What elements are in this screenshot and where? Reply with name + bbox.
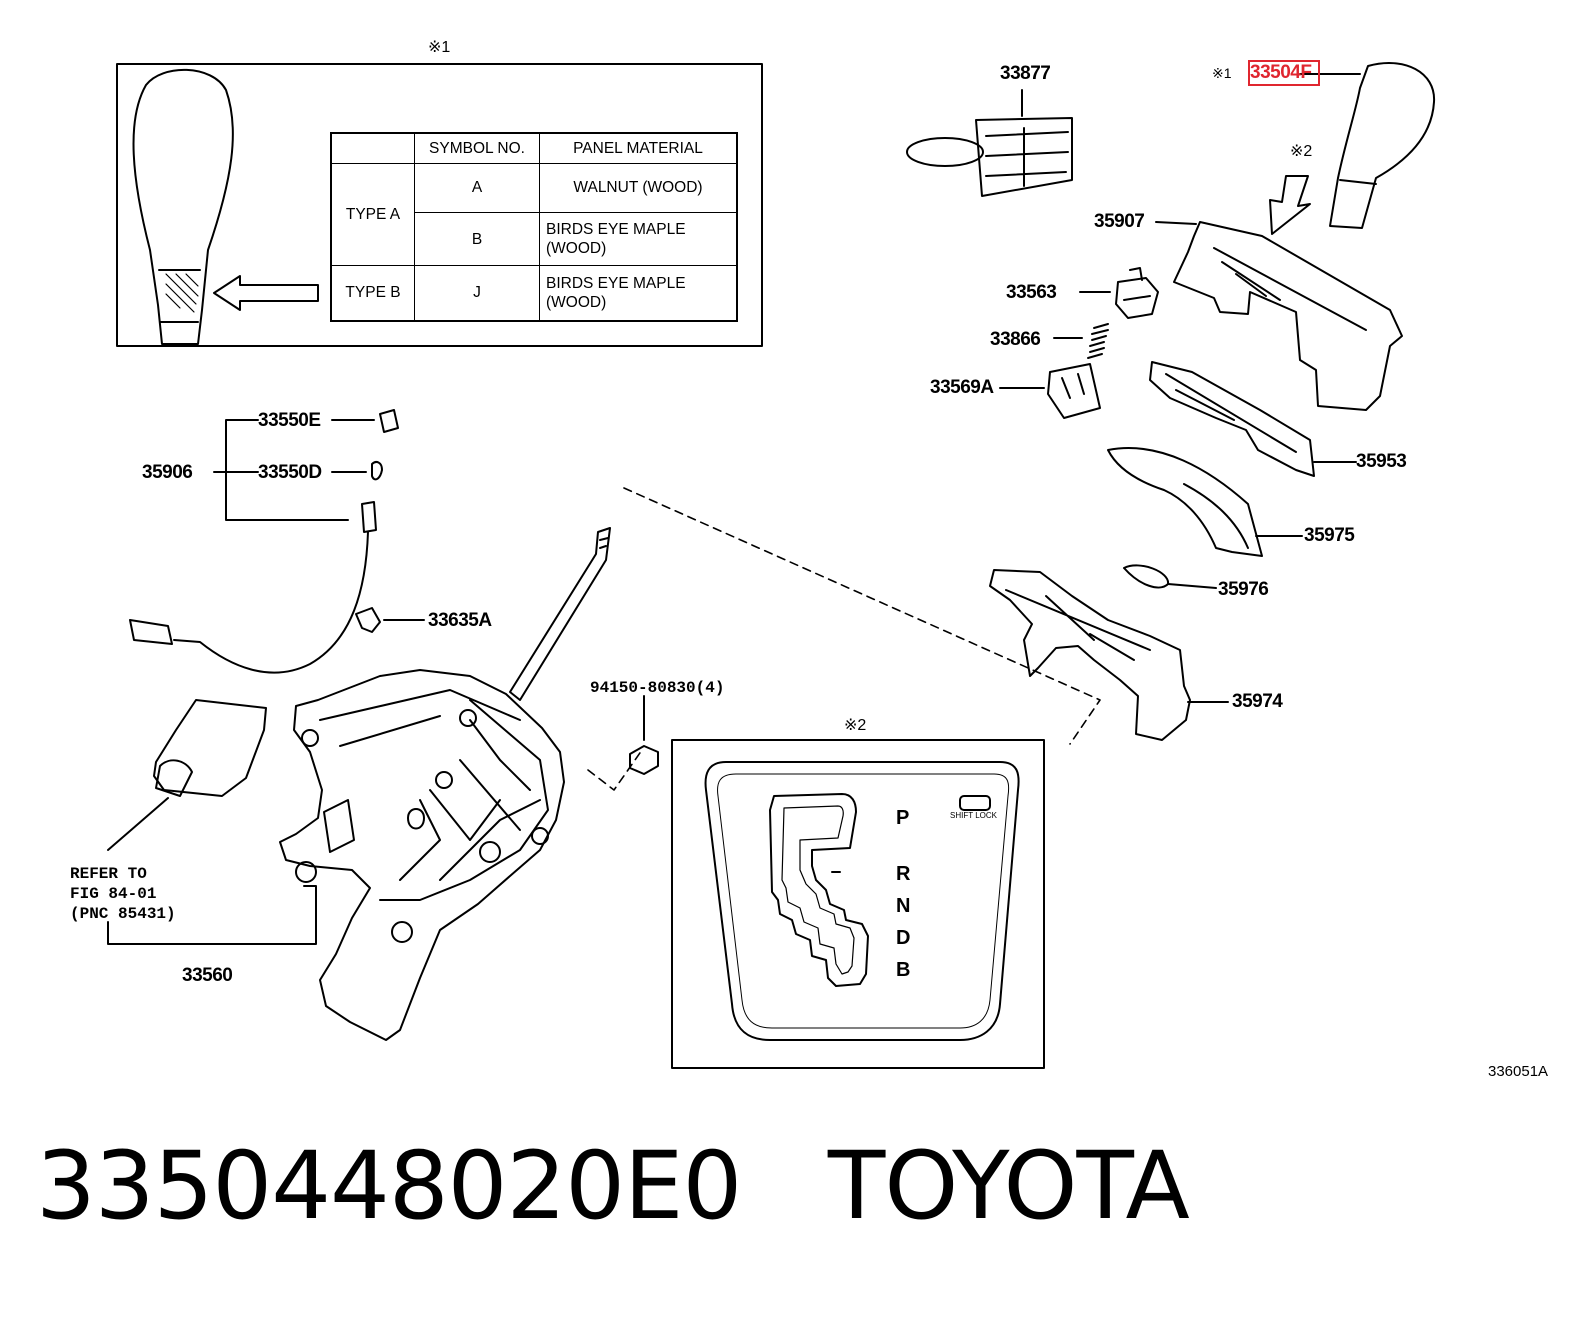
clip-33635A	[355, 607, 381, 633]
caption: 3350448020E0 TOYOTA	[36, 1140, 1190, 1234]
ref1-note: ※1	[428, 39, 451, 56]
shift-position-r: R	[896, 863, 910, 885]
part-label-33550D[interactable]: 33550D	[258, 462, 322, 483]
wire-harness	[173, 501, 377, 674]
part-label-35907[interactable]: 35907	[1094, 211, 1145, 232]
refer-line-2: FIG 84-01	[70, 885, 157, 903]
spring-33866	[1087, 323, 1109, 359]
shift-position-d: D	[896, 927, 910, 949]
part-35976	[1123, 564, 1169, 589]
shift-lock-label: SHIFT LOCK	[950, 811, 997, 820]
part-label-33866[interactable]: 33866	[990, 329, 1041, 350]
part-label-35953[interactable]: 35953	[1356, 451, 1407, 472]
part-label-33569A[interactable]: 33569A	[930, 377, 994, 398]
ref2-arrow-note: ※2	[1290, 143, 1313, 160]
part-33569A	[1047, 363, 1101, 419]
material-b-line1: BIRDS EYE MAPLE	[546, 220, 686, 238]
knob-right	[1329, 62, 1436, 229]
caption-brand: TOYOTA	[827, 1132, 1190, 1241]
part-35953	[1149, 361, 1315, 477]
table-type-b: TYPE B	[330, 265, 415, 322]
part-label-33560[interactable]: 33560	[182, 965, 233, 986]
shift-lock-button	[959, 795, 991, 811]
part-label-35975[interactable]: 35975	[1304, 525, 1355, 546]
arrow-down	[1269, 175, 1311, 235]
console-cover	[1173, 221, 1403, 411]
part-label-33563[interactable]: 33563	[1006, 282, 1057, 303]
knob-illustration-left	[132, 68, 234, 345]
table-header-empty	[330, 132, 415, 165]
table-symbol-j: J	[414, 265, 540, 322]
table-symbol-b: B	[414, 212, 540, 267]
bulb-33550D	[371, 461, 383, 481]
material-b-line2: (WOOD)	[546, 240, 607, 258]
part-label-35976[interactable]: 35976	[1218, 579, 1269, 600]
table-material-b: BIRDS EYE MAPLE (WOOD)	[539, 212, 738, 267]
bulb-33550E	[379, 409, 399, 433]
illustration-id: 336051A	[1488, 1063, 1549, 1080]
part-35974	[989, 569, 1191, 741]
part-35975	[1107, 447, 1263, 557]
table-header-material: PANEL MATERIAL	[539, 132, 738, 165]
table-material-a: WALNUT (WOOD)	[539, 163, 738, 214]
part-label-33635A[interactable]: 33635A	[428, 610, 492, 631]
shift-position-p: P	[896, 807, 909, 829]
part-label-33550E[interactable]: 33550E	[258, 410, 321, 431]
shift-position-n: N	[896, 895, 910, 917]
table-type-a: TYPE A	[330, 163, 415, 267]
material-j-line2: (WOOD)	[546, 294, 607, 312]
table-symbol-a: A	[414, 163, 540, 214]
arrow-left	[213, 275, 319, 311]
part-label-33504F[interactable]: 33504F	[1250, 62, 1312, 83]
table-header-symbol: SYMBOL NO.	[414, 132, 540, 165]
table-material-j: BIRDS EYE MAPLE (WOOD)	[539, 265, 738, 322]
part-label-35974[interactable]: 35974	[1232, 691, 1283, 712]
type-table-frame	[116, 63, 763, 347]
gate-plate-outer	[704, 761, 1020, 1041]
shift-base	[279, 669, 565, 1041]
part-label-35906[interactable]: 35906	[142, 462, 193, 483]
ref2-box-note: ※2	[844, 717, 867, 734]
refer-line-3: (PNC 85431)	[70, 905, 176, 923]
refer-note: REFER TO FIG 84-01 (PNC 85431)	[70, 864, 176, 924]
part-label-33877[interactable]: 33877	[1000, 63, 1051, 84]
part-label-94150[interactable]: 94150-80830(4)	[590, 679, 725, 697]
highlight-33504F	[1248, 60, 1320, 86]
gate-panel-frame	[671, 739, 1045, 1069]
refer-line-1: REFER TO	[70, 865, 147, 883]
part-33563	[1115, 277, 1159, 319]
solenoid	[153, 699, 267, 797]
shift-position-b: B	[896, 959, 910, 981]
ref1-prefix: ※1	[1212, 65, 1232, 81]
panel-material-table: SYMBOL NO. PANEL MATERIAL TYPE A A WALNU…	[330, 132, 738, 322]
gate-slot	[769, 793, 869, 987]
material-j-line1: BIRDS EYE MAPLE	[546, 274, 686, 292]
nut-94150	[629, 745, 659, 775]
caption-part-number: 3350448020E0	[36, 1132, 742, 1241]
shift-rod	[509, 527, 611, 701]
